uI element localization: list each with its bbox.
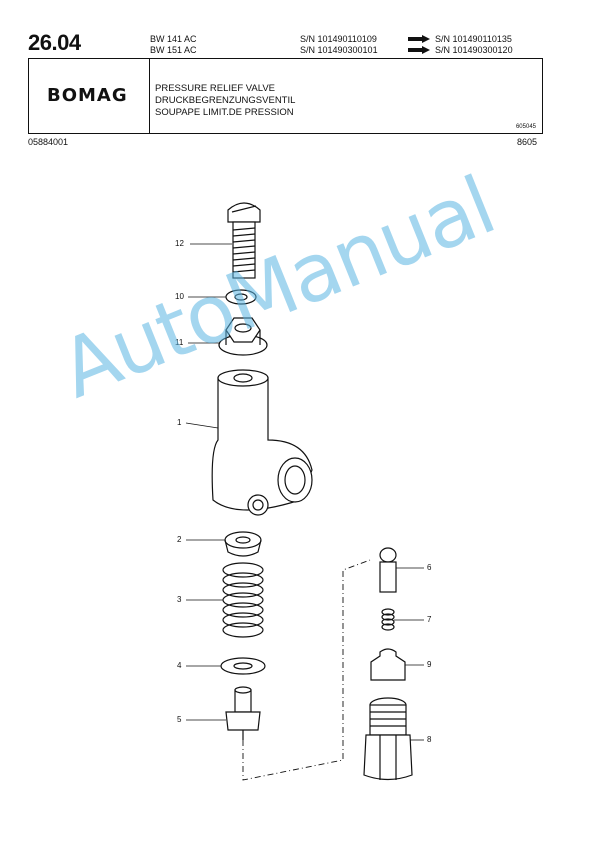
part-spring-3: [222, 562, 264, 638]
title-de: DRUCKBEGRENZUNGSVENTIL: [155, 95, 296, 106]
date-code: 8605: [517, 137, 538, 147]
part-washer-4: [220, 657, 266, 675]
arrow-right-icon: [408, 35, 430, 43]
part-spring-seat-2: [224, 531, 262, 557]
callout-3: 3: [177, 595, 182, 604]
part-pin-6: [379, 547, 397, 593]
drawing-reference: 605045: [515, 124, 536, 130]
callout-9: 9: [427, 660, 432, 669]
callout-4: 4: [177, 661, 182, 670]
serial-to-1: S/N 101490110135: [435, 34, 512, 44]
callout-5: 5: [177, 715, 182, 724]
part-small-spring-7: [381, 608, 395, 631]
serial-from-2: S/N 101490300101: [300, 45, 378, 55]
callout-2: 2: [177, 535, 182, 544]
title-fr: SOUPAPE LIMIT.DE PRESSION: [155, 107, 294, 118]
callout-6: 6: [427, 563, 432, 572]
part-nut-11: [218, 317, 268, 356]
part-piston-5: [225, 686, 261, 740]
part-titles: PRESSURE RELIEF VALVE DRUCKBEGRENZUNGSVE…: [155, 83, 295, 119]
part-valve-body-1: [211, 369, 313, 516]
document-number: 05884001: [28, 137, 69, 147]
title-block: BOMAG PRESSURE RELIEF VALVE DRUCKBEGRENZ…: [28, 58, 543, 134]
callout-12: 12: [175, 239, 184, 248]
callout-11: 11: [175, 338, 184, 347]
section-number: 26.04: [28, 30, 81, 55]
title-en: PRESSURE RELIEF VALVE: [155, 83, 276, 94]
serial-to-2: S/N 101490300120: [435, 45, 513, 55]
part-plug-9: [370, 648, 406, 681]
title-block-divider: [149, 59, 150, 133]
model-1: BW 141 AC: [150, 34, 197, 44]
model-2: BW 151 AC: [150, 45, 197, 55]
serial-from-1: S/N 101490110109: [300, 34, 377, 44]
callout-8: 8: [427, 735, 432, 744]
arrow-right-icon: [408, 46, 430, 54]
part-bolt-12: [227, 202, 261, 279]
bomag-logo: BOMAG: [47, 85, 128, 106]
callout-7: 7: [427, 615, 432, 624]
part-fitting-8: [363, 697, 413, 781]
callout-10: 10: [175, 292, 184, 301]
callout-1: 1: [177, 418, 182, 427]
